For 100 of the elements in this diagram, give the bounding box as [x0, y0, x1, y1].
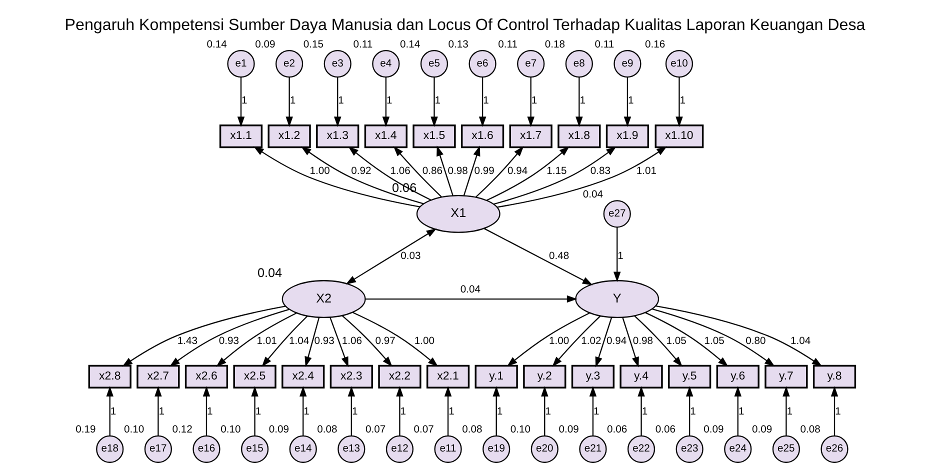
node-box: x2.5 [232, 364, 276, 388]
edge-label: 1.05 [704, 336, 724, 348]
edge-label: 1.00 [548, 336, 569, 348]
node-box: x2.7 [136, 364, 180, 388]
node-label: 0.14 [206, 39, 226, 50]
arrow [493, 146, 616, 205]
node-box: x1.7 [508, 124, 552, 148]
node-box: x2.2 [378, 364, 421, 388]
node-box: y.1 [474, 364, 518, 388]
node-circle: e11 [434, 435, 462, 463]
edge-label: 0.80 [745, 336, 766, 348]
edge-label: 1 [241, 96, 247, 107]
arrow [252, 146, 420, 208]
edge-label: 1 [679, 96, 686, 107]
node-circle: e16 [192, 435, 220, 463]
edge-label: 1 [544, 406, 550, 418]
node-label: 0.09 [751, 424, 772, 436]
edge-label: 0.99 [474, 166, 494, 177]
arrow [298, 386, 306, 436]
diagram-title: Pengaruh Kompetensi Sumber Daya Manusia dan Locus Of Control Terhadap Kualitas Laporan Keuangan Desa [64, 16, 865, 34]
arrow [478, 77, 486, 128]
edge-label: 1 [158, 406, 164, 418]
node-circle: e9 [613, 50, 641, 78]
arrow [486, 146, 570, 201]
node-circle: e12 [385, 435, 414, 463]
arrow [644, 312, 728, 367]
node-box: x2.1 [426, 364, 470, 388]
node-label: 0.10 [510, 424, 530, 436]
arrow [612, 227, 620, 282]
node-circle: e5 [420, 50, 448, 78]
node-label: 0.14 [400, 39, 420, 50]
edge-label: 1 [738, 406, 744, 418]
node-label: 0.04 [582, 189, 603, 200]
edge-label: 1.06 [390, 166, 410, 177]
edge-label: 1 [496, 406, 502, 418]
arrow [634, 315, 682, 367]
arrow [552, 316, 600, 367]
arrow [365, 295, 577, 303]
node-circle: e14 [288, 435, 316, 463]
edge-label: 1 [110, 406, 116, 418]
node-label: 0.07 [365, 424, 386, 436]
arrow [392, 146, 442, 198]
edge-label: 1 [593, 406, 599, 418]
arrow [622, 317, 638, 368]
node-circle: e3 [323, 50, 351, 78]
edge-label: 1 [628, 96, 634, 107]
edge-label: 1 [834, 406, 840, 418]
arrow [462, 146, 480, 196]
edge-label: 1.02 [580, 336, 601, 348]
node-circle: e18 [96, 435, 124, 463]
node-ellipse: Y [574, 280, 659, 318]
arrow [483, 228, 592, 286]
arrow [651, 308, 774, 367]
node-box: x1.6 [460, 124, 504, 148]
arrow [300, 146, 424, 204]
arrow [526, 77, 534, 128]
arrow [685, 386, 693, 436]
node-label: 0.11 [498, 39, 518, 50]
node-circle: e15 [240, 435, 268, 463]
node-circle: e13 [337, 435, 365, 463]
edge-label: 1 [386, 96, 392, 107]
edge-label: 1 [289, 96, 296, 107]
node-circle: e20 [530, 435, 558, 463]
node-label: 0.08 [462, 424, 482, 436]
arrow [444, 386, 452, 436]
arrow [492, 386, 500, 436]
node-circle: e8 [564, 50, 592, 78]
edge-label: 1 [448, 406, 454, 418]
node-box: x2.6 [184, 364, 228, 388]
edge-label: 0.97 [374, 336, 395, 348]
node-label: 0.16 [644, 39, 665, 50]
node-box: x2.4 [281, 364, 324, 388]
edge-label: 1 [303, 406, 309, 418]
arrow [637, 386, 644, 436]
arrow [506, 312, 590, 367]
arrow [734, 386, 742, 436]
node-circle: e25 [772, 435, 800, 463]
arrow [168, 308, 289, 367]
node-circle: e10 [664, 50, 693, 78]
node-label: 0.19 [75, 424, 96, 436]
edge-label: 1.06 [341, 336, 362, 348]
node-box: x1.10 [654, 124, 704, 148]
edge-label: 1.15 [546, 166, 566, 177]
arrow [382, 77, 390, 128]
arrow [623, 77, 631, 128]
edge-label: 1 [400, 406, 406, 418]
edge-label: 0.83 [590, 166, 610, 177]
edge-label: 0.93 [218, 336, 238, 348]
arrow [329, 317, 348, 368]
edge-label: 0.04 [460, 284, 480, 296]
node-label: 0.12 [172, 424, 192, 436]
edge-label: 1 [434, 96, 440, 107]
edge-label: 1 [338, 96, 344, 107]
arrow [588, 386, 596, 436]
node-box: x1.3 [316, 124, 359, 148]
node-label: 0.13 [448, 39, 468, 50]
edge-label: 1.04 [790, 336, 810, 348]
node-box: x1.9 [605, 124, 649, 148]
node-circle: e27 [602, 200, 630, 228]
node-circle: e6 [468, 50, 496, 78]
